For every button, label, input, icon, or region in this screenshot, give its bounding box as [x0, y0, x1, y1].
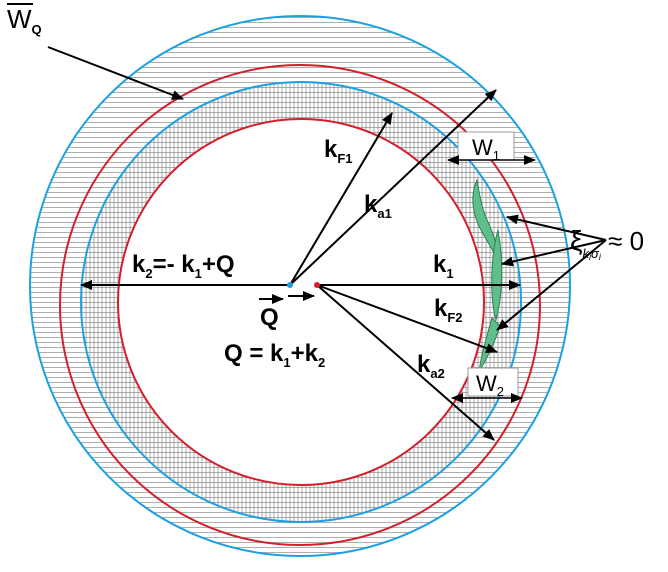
inner-fermi-disk: [118, 119, 484, 485]
vector-k-a1: [289, 89, 497, 286]
label-w1: W1: [472, 135, 500, 163]
arrow-xi-top: [506, 214, 607, 241]
label-k1: k1: [433, 251, 454, 281]
vector-k-a2: [316, 284, 495, 441]
label-w2: W2: [476, 371, 504, 399]
origin-dot-red: [314, 282, 320, 288]
outer-blue-circle: [29, 15, 571, 557]
vector-k-f2: [316, 284, 498, 353]
label-w-bar: WQ: [7, 4, 42, 37]
label-xi-condition: ξkiσi ≈ 0: [570, 225, 644, 262]
vectors: [47, 46, 607, 441]
arrow-xi-bottom: [496, 239, 607, 331]
inner-red-circle: [117, 118, 485, 486]
outer-red-circle: [59, 64, 541, 546]
arrow-w-bar: [47, 46, 184, 100]
label-q-equation: Q = k1+k2: [224, 340, 325, 370]
w2-bracket: [451, 367, 523, 403]
label-k2-equation: k2=- k1+Q: [132, 251, 235, 281]
label-k-a2: ka2: [417, 351, 445, 381]
label-q-vector: Q: [260, 304, 279, 331]
label-k-f1: kF1: [324, 136, 353, 166]
vector-k-f1: [289, 112, 393, 286]
origin-dot-blue: [287, 282, 293, 288]
w2-box: [467, 367, 519, 397]
label-k-f2: kF2: [434, 295, 463, 325]
arrow-xi-middle: [501, 239, 607, 267]
label-k-a1: ka1: [364, 191, 392, 221]
inner-blue-circle: [80, 81, 522, 523]
w1-bracket: [447, 131, 536, 165]
